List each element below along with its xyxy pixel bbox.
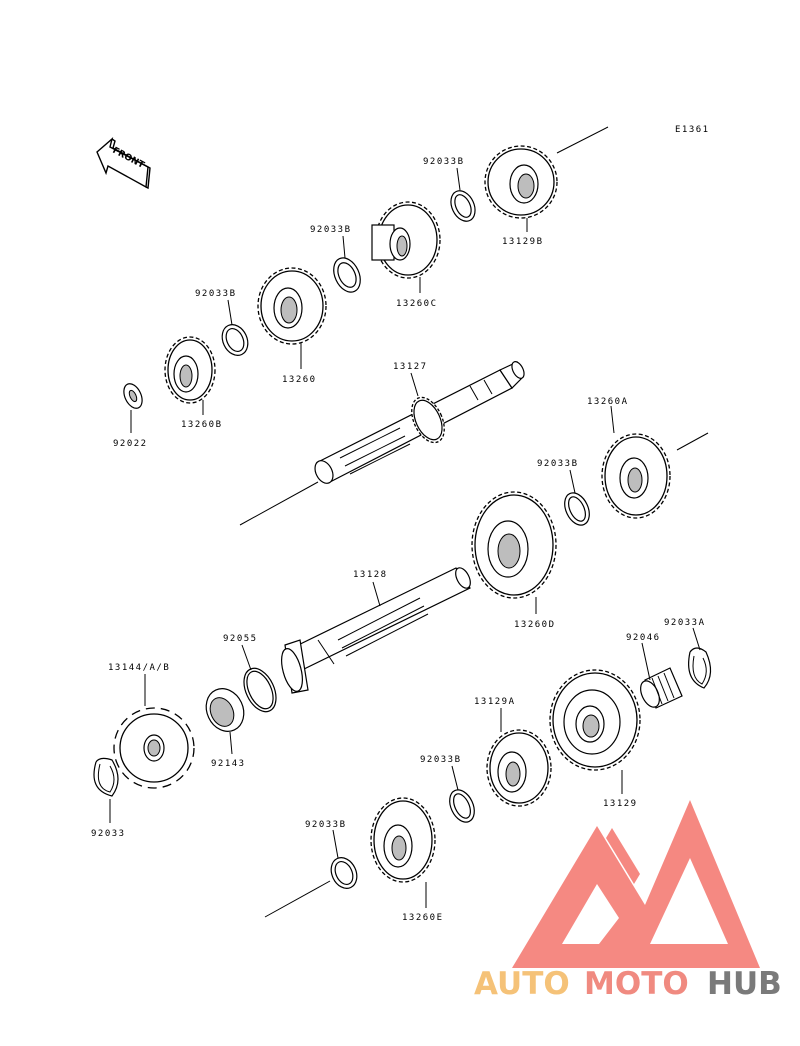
diagram-code: E1361 (675, 125, 710, 135)
part-label-92033b: 92033B (537, 459, 579, 469)
circlip-92033 (93, 757, 119, 797)
axis-line (239, 481, 319, 526)
part-label-13260c: 13260C (396, 299, 438, 309)
ring-92033b-inner (334, 861, 354, 885)
gear-13260 (257, 267, 327, 345)
collar-92143 (205, 688, 245, 732)
part-label-92046: 92046 (626, 633, 661, 643)
part-label-13144: 13144/A/B (108, 663, 170, 673)
axis-line (676, 432, 709, 451)
ring-92033b-inner (454, 194, 472, 218)
part-label-92033b: 92033B (310, 225, 352, 235)
oring-92055-inner (246, 670, 274, 710)
ring-92033b-inner (337, 262, 357, 288)
part-label-13129a: 13129A (474, 697, 516, 707)
ring-92033b-inner (568, 496, 586, 522)
shaft-13128 (281, 567, 471, 694)
gear-13129 (549, 669, 641, 771)
part-label-92033b: 92033B (423, 157, 465, 167)
ring-92033b-inner (453, 793, 471, 819)
part-label-13260a: 13260A (587, 397, 629, 407)
leader-lines (109, 167, 701, 908)
ring-92033b-inner (225, 328, 245, 352)
part-label-92033b: 92033B (305, 820, 347, 830)
gear-13260b (164, 336, 216, 404)
part-label-13127: 13127 (393, 362, 428, 372)
part-label-92033b: 92033B (195, 289, 237, 299)
part-label-13260: 13260 (282, 375, 317, 385)
watermark-hub: HUB (707, 966, 782, 1002)
part-label-13260b: 13260B (181, 420, 223, 430)
watermark-moto: MOTO (584, 966, 689, 1002)
sprocket-13144 (113, 707, 195, 789)
bearing-92046 (640, 667, 683, 709)
part-label-13260e: 13260E (402, 913, 444, 923)
gear-13260a (601, 433, 671, 519)
gear-13260e (370, 797, 436, 883)
part-label-92022: 92022 (113, 439, 148, 449)
watermark-logo (512, 800, 760, 968)
part-label-13260d: 13260D (514, 620, 556, 630)
part-label-13128: 13128 (353, 570, 388, 580)
front-arrow-icon: FRONT (96, 137, 151, 190)
part-label-92033a: 92033A (664, 618, 706, 628)
part-label-92033: 92033 (91, 829, 126, 839)
watermark-auto: AUTO (474, 966, 570, 1002)
part-label-92033b: 92033B (420, 755, 462, 765)
part-label-92055: 92055 (223, 634, 258, 644)
axis-line (556, 126, 609, 154)
gear-13129b (484, 145, 558, 219)
part-label-92143: 92143 (211, 759, 246, 769)
washer-92022-hole (128, 389, 138, 403)
part-label-13129b: 13129B (502, 237, 544, 247)
part-label-13129: 13129 (603, 799, 638, 809)
gear-13129a (486, 729, 552, 807)
axis-line (264, 880, 331, 918)
circlip-92033-inner (97, 763, 115, 793)
circlip-92033a-inner (692, 655, 707, 685)
part-labels: 92033B 13129B 92033B 13260C 92033B 13260… (91, 157, 706, 923)
gear-13260d (471, 491, 557, 599)
gear-13260c (371, 201, 441, 279)
shaft-13127 (314, 361, 525, 484)
